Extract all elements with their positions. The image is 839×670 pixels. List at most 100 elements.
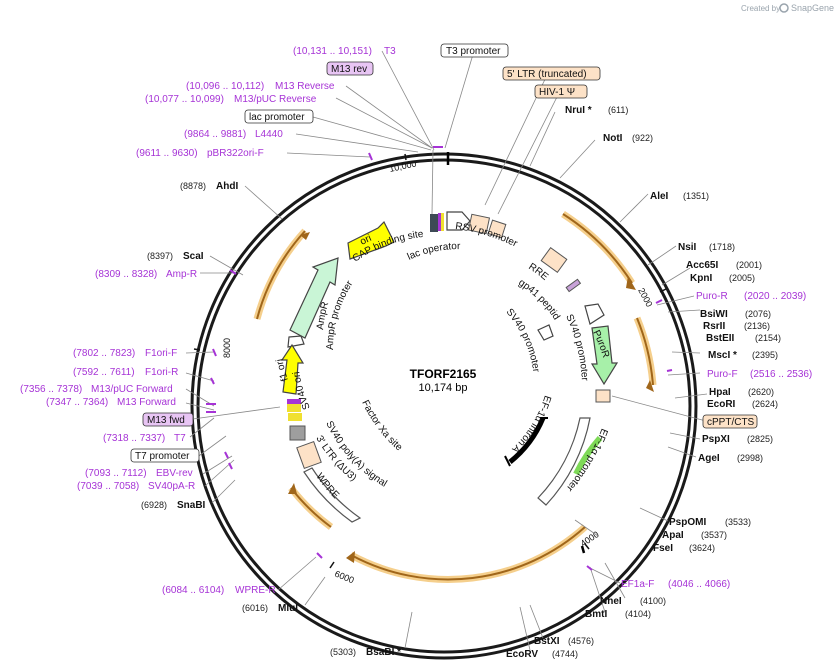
site-name: EcoRI [707,399,736,410]
credit-brand: SnapGene [791,3,834,13]
site-name: ScaI [183,251,204,262]
site-name: PspXI [702,434,730,445]
primer-range: (8309 .. 8328) [95,269,157,280]
site-pos: (922) [632,133,653,143]
ltr3-box [296,440,322,470]
site-pos: (2395) [752,350,778,360]
site-name: PspOMI [669,517,706,528]
primer-range: (7802 .. 7823) [73,348,135,359]
black-marks [446,152,586,554]
primer-range: (7039 .. 7058) [77,481,139,492]
tick-label-2000: 2000 [636,286,654,308]
primer-name: M13/pUC Forward [91,384,173,395]
site-pos: (4744) [552,649,578,659]
ef1a-promoter-arrow [537,417,591,506]
boxed-label-hiv-psi: HIV-1 Ψ [534,84,588,99]
site-pos: (4104) [625,609,651,619]
site-name: AgeI [698,453,720,464]
svg-text:T7 promoter: T7 promoter [135,451,190,462]
boxed-label-t7-promoter: T7 promoter [130,448,200,463]
site-name: MscI * [708,350,737,361]
sv40-promoter-arrow-outer [584,303,605,325]
primer-range: (7356 .. 7378) [20,384,82,395]
svg-text:lac promoter: lac promoter [249,112,305,123]
snapgene-logo-icon [779,3,789,13]
site-pos: (6016) [242,603,268,613]
site-pos: (611) [608,105,628,115]
primer-range: (7093 .. 7112) [85,468,147,479]
site-pos: (1718) [709,242,735,252]
feature-label-ori: ori [358,233,373,248]
site-pos: (6928) [141,500,167,510]
ori-arrow [347,220,395,260]
primer-name: T7 [174,433,186,444]
site-pos: (4576) [568,636,594,646]
polya-box [289,425,306,441]
restriction-site-labels: NruI * (611) NotI (922) AleI (1351) NsiI… [141,105,781,660]
boxed-label-cppt: cPPT/CTS [702,414,758,429]
site-name: BstXI [534,636,560,647]
primer-range: (6084 .. 6104) [162,585,224,596]
credit-prefix: Created by [741,4,780,13]
site-name: BstEII [706,333,735,344]
svg-text:5' LTR (truncated): 5' LTR (truncated) [507,69,587,80]
feature-label-ef1a-intron: EF-1α intron A [509,394,552,455]
primer-name: M13 Reverse [275,81,335,92]
tick-label-8000: 8000 [222,338,232,358]
site-name: BsiWI [700,309,728,320]
leader-lines [185,50,708,651]
site-pos: (3537) [701,530,727,540]
site-pos: (2136) [744,321,770,331]
orf-arcs [253,211,657,583]
site-name: EcoRV [506,649,538,660]
svg-text:M13 fwd: M13 fwd [147,415,185,426]
feature-label-sv40-promoter-outer: SV40 promoter [563,313,590,382]
primer-name: pBR322ori-F [207,148,264,159]
site-name: NheI [600,596,622,607]
tick-marks [193,153,667,569]
site-pos: (2001) [736,260,762,270]
svg-text:cPPT/CTS: cPPT/CTS [707,417,755,428]
site-name: AhdI [216,181,238,192]
primer-name: L4440 [255,129,283,140]
site-name: BsaBI * [366,647,401,658]
site-pos: (2825) [747,434,773,444]
primer-range: (10,096 .. 10,112) [186,81,264,92]
site-name: KpnI [690,273,712,284]
primer-range: (7347 .. 7364) [46,397,108,408]
site-pos: (2154) [755,333,781,343]
feature-label-factor-xa: Factor Xa site [359,398,404,453]
site-name: Acc65I [686,260,718,271]
primer-range: (7592 .. 7611) [73,367,135,378]
site-name: ApaI [662,530,684,541]
feature-glyphs [280,211,619,523]
ampr-arrow [289,257,339,339]
primer-name: EF1a-F [621,579,654,590]
primer-range: (9611 .. 9630) [136,148,198,159]
gp41-box [565,278,582,293]
plasmid-length: 10,174 bp [419,382,468,394]
site-name: HpaI [709,387,731,398]
site-pos: (5303) [330,647,356,657]
site-name: MluI [278,603,298,614]
site-pos: (8878) [180,181,206,191]
primer-name: Puro-F [707,369,738,380]
boxed-label-5-ltr: 5' LTR (truncated) [502,66,601,81]
sv40-ori-box [287,404,301,412]
primer-name: M13/pUC Reverse [234,94,317,105]
tick-label-6000: 6000 [333,569,355,586]
site-pos: (1351) [683,191,709,201]
primer-range: (7318 .. 7337) [103,433,165,444]
ampr-promoter-arrow [287,335,305,348]
primer-range: (4046 .. 4066) [668,579,730,590]
primer-range: (2516 .. 2536) [750,369,812,380]
site-name: BmtI [585,609,607,620]
site-name: NsiI [678,242,697,253]
boxed-label-m13-rev: M13 rev [326,61,374,76]
site-pos: (2005) [729,273,755,283]
feature-label-sv40-promoter-inner: SV40 promoter [504,307,542,374]
site-pos: (4100) [640,596,666,606]
orf-arrowheads [288,232,654,563]
svg-text:M13 rev: M13 rev [331,64,367,75]
